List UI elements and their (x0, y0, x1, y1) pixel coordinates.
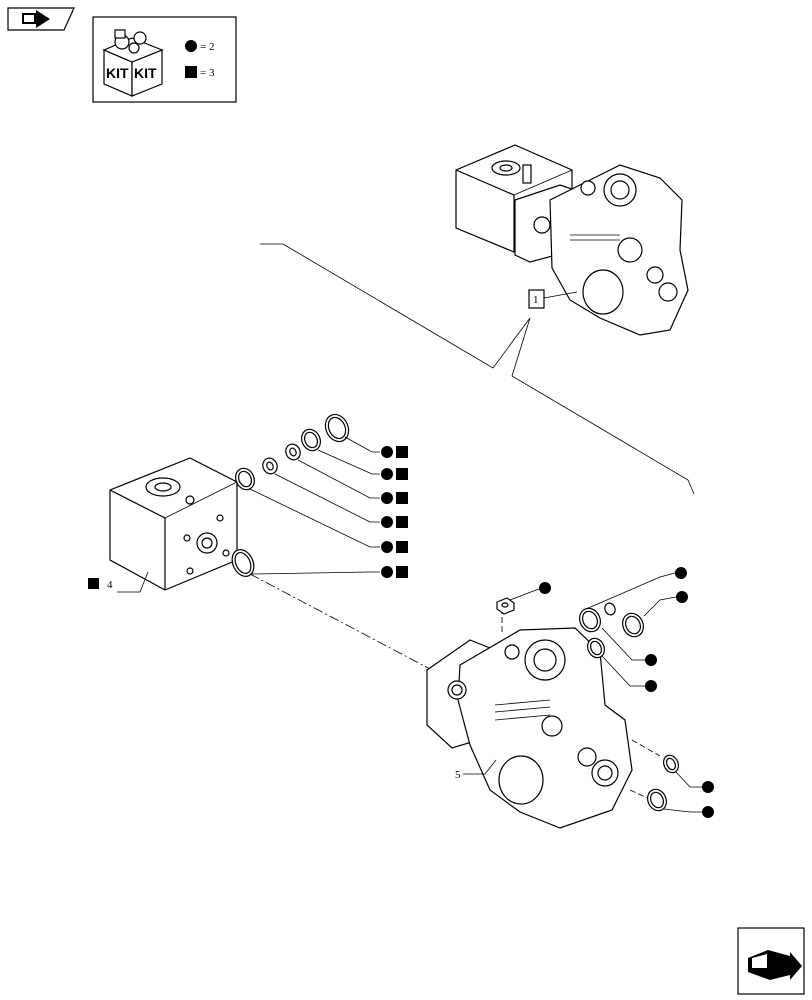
square-marker-icon (396, 492, 408, 504)
square-marker-icon (396, 516, 408, 528)
circle-symbol-icon (185, 40, 197, 52)
seal-kit-left (231, 413, 408, 578)
circle-marker-icon (381, 492, 393, 504)
circle-marker-icon (381, 541, 393, 553)
callout-box-1 (528, 289, 545, 309)
circle-marker-icon (381, 516, 393, 528)
kit-label-left: KIT (106, 65, 129, 81)
kit-markers-left (381, 446, 408, 578)
circle-marker-icon (381, 446, 393, 458)
callout-4-text: 4 (107, 579, 113, 591)
circle-marker-icon (539, 582, 551, 594)
square-marker-icon (396, 446, 408, 458)
circle-legend-text: = 2 (200, 41, 214, 53)
square-legend-text: = 3 (200, 67, 215, 79)
valve-body-item-5: 5 (426, 610, 661, 829)
square-marker-icon (88, 578, 99, 589)
circle-marker-icon (381, 566, 393, 578)
circle-marker-icon (381, 468, 393, 480)
square-symbol-icon (185, 66, 197, 78)
callout-5-text: 5 (455, 769, 461, 781)
kit-legend: KIT KIT = 2 = 3 (92, 16, 237, 103)
circle-marker-icon (702, 781, 714, 793)
circle-marker-icon (702, 806, 714, 818)
circle-marker-icon (645, 680, 657, 692)
seal-kit-right (496, 567, 714, 818)
square-marker-icon (396, 468, 408, 480)
connector-lines (260, 243, 695, 495)
next-arrow-icon[interactable] (737, 927, 805, 995)
back-arrow-icon[interactable] (7, 7, 75, 31)
square-marker-icon (396, 566, 408, 578)
square-marker-icon (396, 541, 408, 553)
valve-block-item-4: 4 (88, 457, 238, 593)
valve-assembly-top: 1 (455, 144, 689, 336)
circle-marker-icon (645, 654, 657, 666)
circle-marker-icon (676, 591, 688, 603)
kit-label-right: KIT (134, 65, 157, 81)
kit-box-icon: KIT KIT (102, 29, 164, 97)
callout-1-text: 1 (533, 294, 539, 306)
circle-marker-icon (675, 567, 687, 579)
assembly-axis-line (249, 573, 433, 671)
